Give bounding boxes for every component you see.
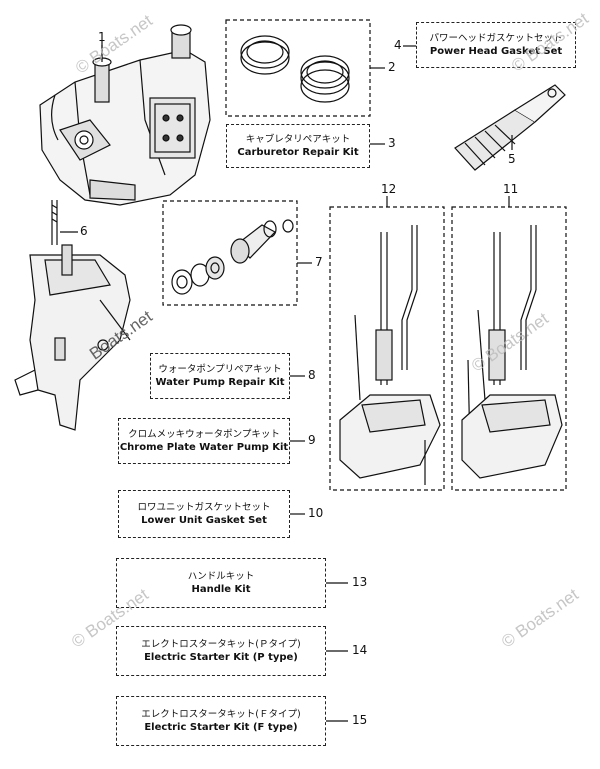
electric-starter-kit-f-label: Electric Starter Kit (F type): [144, 722, 298, 733]
lower-assembly-12-illustration: [329, 206, 445, 491]
power-head-illustration: [39, 24, 211, 206]
callout-14: 14: [352, 643, 368, 657]
lower-unit-gasket-set-box: ロワユニットガスケットセット Lower Unit Gasket Set: [118, 490, 290, 538]
gasket-rings-illustration: [225, 19, 371, 117]
callout-8: 8: [308, 368, 316, 382]
electric-starter-kit-p-label: Electric Starter Kit (P type): [144, 652, 298, 663]
electric-starter-kit-f-jp: エレクトロスタータキット(Ｆタイプ): [141, 709, 301, 720]
callout-4: 4: [394, 38, 402, 52]
lower-assembly-11-illustration: [451, 206, 567, 491]
power-head-gasket-set-box: パワーヘッドガスケットセット Power Head Gasket Set: [416, 22, 576, 68]
callout-2: 2: [388, 60, 396, 74]
lower-unit-gasket-set-label: Lower Unit Gasket Set: [141, 515, 267, 526]
water-pump-repair-kit-box: ウォータポンプリペアキット Water Pump Repair Kit: [150, 353, 290, 399]
callout-7: 7: [315, 255, 323, 269]
callout-leaders: [60, 45, 513, 722]
power-head-gasket-set-label: Power Head Gasket Set: [429, 46, 563, 57]
water-pump-repair-kit-label: Water Pump Repair Kit: [155, 377, 285, 388]
chrome-plate-water-pump-kit-box: クロムメッキウォータポンプキット Chrome Plate Water Pump…: [118, 418, 290, 464]
carburetor-repair-kit-jp: キャブレタリペアキット: [245, 134, 351, 145]
water-pump-repair-kit-jp: ウォータポンプリペアキット: [158, 364, 282, 375]
chrome-plate-water-pump-kit-label: Chrome Plate Water Pump Kit: [119, 442, 289, 453]
callout-6: 6: [80, 224, 88, 238]
callout-15: 15: [352, 713, 368, 727]
callout-3: 3: [388, 136, 396, 150]
callout-1: 1: [98, 30, 106, 44]
callout-11: 11: [503, 182, 519, 196]
carburetor-repair-kit-label: Carburetor Repair Kit: [237, 147, 359, 158]
callout-5: 5: [508, 152, 516, 166]
chrome-plate-water-pump-kit-jp: クロムメッキウォータポンプキット: [128, 429, 280, 440]
water-pump-parts-illustration: [162, 200, 298, 306]
power-head-gasket-set-jp: パワーヘッドガスケットセット: [429, 33, 563, 44]
carburetor-repair-kit-box: キャブレタリペアキット Carburetor Repair Kit: [226, 124, 370, 168]
callout-9: 9: [308, 433, 316, 447]
handle-kit-box: ハンドルキット Handle Kit: [116, 558, 326, 608]
lower-unit-gasket-set-jp: ロワユニットガスケットセット: [137, 502, 271, 513]
electric-starter-kit-p-jp: エレクトロスタータキット(Ｐタイプ): [141, 639, 301, 650]
handle-kit-jp: ハンドルキット: [187, 571, 255, 582]
handle-illustration: [454, 84, 566, 171]
handle-kit-label: Handle Kit: [191, 584, 251, 595]
electric-starter-kit-p-box: エレクトロスタータキット(Ｐタイプ) Electric Starter Kit …: [116, 626, 326, 676]
callout-12: 12: [381, 182, 397, 196]
callout-10: 10: [308, 506, 324, 520]
electric-starter-kit-f-box: エレクトロスタータキット(Ｆタイプ) Electric Starter Kit …: [116, 696, 326, 746]
lower-unit-illustration: [14, 200, 131, 431]
callout-13: 13: [352, 575, 368, 589]
